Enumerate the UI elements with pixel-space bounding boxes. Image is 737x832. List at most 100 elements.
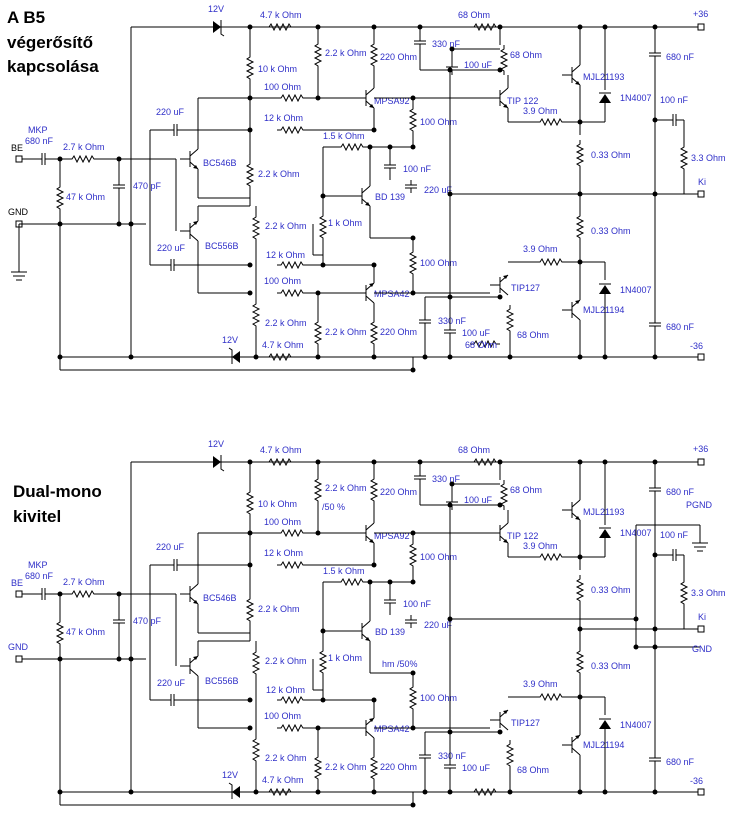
label-2-7k-b: 2.7 k Ohm <box>63 577 105 587</box>
label-1k: 1 k Ohm <box>328 218 362 228</box>
label-4-7k-d: 4.7 k Ohm <box>262 775 304 785</box>
title-bottom-1: Dual-mono <box>13 482 102 501</box>
label-2-2k-c: 2.2 k Ohm <box>325 48 367 58</box>
label-2-2k-e: 2.2 k Ohm <box>258 604 300 614</box>
title-line-1: A B5 <box>7 8 45 27</box>
label-2-2k-h: 2.2 k Ohm <box>325 762 367 772</box>
label-tip127: TIP127 <box>511 283 540 293</box>
label-ki-b: Ki <box>698 612 706 622</box>
label-68-a: 68 Ohm <box>458 10 490 20</box>
label-12v: 12V <box>208 4 224 14</box>
label-2-2k-f: 2.2 k Ohm <box>265 656 307 666</box>
label-100uf-c: 100 uF <box>464 495 493 505</box>
label-220-c: 220 Ohm <box>380 487 417 497</box>
label-47k: 47 k Ohm <box>66 192 105 202</box>
label-tip122-b: TIP 122 <box>507 531 538 541</box>
label-100-g: 100 Ohm <box>420 552 457 562</box>
label-68-e: 68 Ohm <box>458 445 490 455</box>
label-3-9-d: 3.9 Ohm <box>523 679 558 689</box>
label-1-5k-b: 1.5 k Ohm <box>323 566 365 576</box>
label-12v-d: 12V <box>222 770 238 780</box>
label-10k: 10 k Ohm <box>258 64 297 74</box>
label-4-7k-b: 4.7 k Ohm <box>262 340 304 350</box>
schematic-bottom: +36 -36 12V 12V BE MKP 680 nF 2.7 k Ohm … <box>8 439 726 808</box>
label-470pf-b: 470 pF <box>133 616 162 626</box>
label-100-h: 100 Ohm <box>420 693 457 703</box>
label-2-2k-d: 2.2 k Ohm <box>325 327 367 337</box>
label-bd139-b: BD 139 <box>375 627 405 637</box>
label-0-33-d: 0.33 Ohm <box>591 661 631 671</box>
label-mkp: MKP <box>28 125 48 135</box>
label-680nf-b: 680 nF <box>666 322 695 332</box>
label-100nf-b: 100 nF <box>660 95 689 105</box>
label-12k-a: 12 k Ohm <box>264 113 303 123</box>
label-mjl21193-b: MJL21193 <box>583 507 624 517</box>
label-100nf-d: 100 nF <box>660 530 689 540</box>
label-100-c: 100 Ohm <box>420 117 457 127</box>
label-3-3-a: 3.3 Ohm <box>691 153 726 163</box>
label-220uf-a: 220 uF <box>156 107 185 117</box>
label-2-7k: 2.7 k Ohm <box>63 142 105 152</box>
label-mpsa42-b: MPSA42 <box>374 724 410 734</box>
label-mjl21194-a: MJL21194 <box>583 305 624 315</box>
label-mpsa92-b: MPSA92 <box>374 531 410 541</box>
label-plus36-b: +36 <box>693 444 708 454</box>
label-1n4007-d: 1N4007 <box>620 720 652 730</box>
label-gnd-b: GND <box>8 642 29 652</box>
label-4-7k-c: 4.7 k Ohm <box>260 445 302 455</box>
label-330nf-b: 330 nF <box>438 316 467 326</box>
title-bottom-2: kivitel <box>13 507 61 526</box>
label-tip127-b: TIP127 <box>511 718 540 728</box>
schematic-top: +36 -36 12V 12V BE MKP 680 nF 2.7 k Ohm … <box>8 4 726 373</box>
label-680nf-e: 680 nF <box>666 757 695 767</box>
label-plus36: +36 <box>693 9 708 19</box>
label-mpsa92: MPSA92 <box>374 96 410 106</box>
label-220-b: 220 Ohm <box>380 327 417 337</box>
label-bc546: BC546B <box>203 158 237 168</box>
label-100-d: 100 Ohm <box>420 258 457 268</box>
label-220uf-d: 220 uF <box>156 542 185 552</box>
label-12v-b: 12V <box>222 335 238 345</box>
label-3-9-a: 3.9 Ohm <box>523 106 558 116</box>
label-1-5k: 1.5 k Ohm <box>323 131 365 141</box>
label-100uf-a: 100 uF <box>464 60 493 70</box>
label-220uf-b: 220 uF <box>157 243 186 253</box>
label-2-2k-b: 2.2 k Ohm <box>265 221 307 231</box>
label-100uf-d: 100 uF <box>462 763 491 773</box>
label-330nf-a: 330 nF <box>432 39 461 49</box>
label-2-2k-a: 2.2 k Ohm <box>258 169 300 179</box>
label-1n4007-b: 1N4007 <box>620 285 652 295</box>
label-2-2k-g: 2.2 k Ohm <box>325 483 367 493</box>
label-22k: 2.2 k Ohm <box>265 318 307 328</box>
label-100nf-a: 100 nF <box>403 164 432 174</box>
label-mjl21194-b: MJL21194 <box>583 740 624 750</box>
label-100-e: 100 Ohm <box>264 517 301 527</box>
label-10k-b: 10 k Ohm <box>258 499 297 509</box>
label-mpsa42: MPSA42 <box>374 289 410 299</box>
label-3-9-b: 3.9 Ohm <box>523 244 558 254</box>
label-680nf: 680 nF <box>25 136 54 146</box>
label-gnd-c: GND <box>692 644 713 654</box>
label-mjl21193-a: MJL21193 <box>583 72 624 82</box>
label-47k-b: 47 k Ohm <box>66 627 105 637</box>
label-100-a: 100 Ohm <box>264 82 301 92</box>
label-minus36-b: -36 <box>690 776 703 786</box>
label-220uf-f: 220 uF <box>424 620 453 630</box>
title-line-3: kapcsolása <box>7 57 99 76</box>
label-68-b: 68 Ohm <box>465 340 497 350</box>
label-be: BE <box>11 143 23 153</box>
label-68-d: 68 Ohm <box>517 330 549 340</box>
label-bc556: BC556B <box>205 241 239 251</box>
label-680nf-d: 680 nF <box>666 487 695 497</box>
label-3-9-c: 3.9 Ohm <box>523 541 558 551</box>
label-bc546-b: BC546B <box>203 593 237 603</box>
label-pgnd: PGND <box>686 500 713 510</box>
label-22k-b: 2.2 k Ohm <box>265 753 307 763</box>
label-68-c: 68 Ohm <box>510 50 542 60</box>
label-1k-b: 1 k Ohm <box>328 653 362 663</box>
label-68-g: 68 Ohm <box>517 765 549 775</box>
label-100nf-c: 100 nF <box>403 599 432 609</box>
label-330nf-c: 330 nF <box>432 474 461 484</box>
label-12k-b: 12 k Ohm <box>266 250 305 260</box>
